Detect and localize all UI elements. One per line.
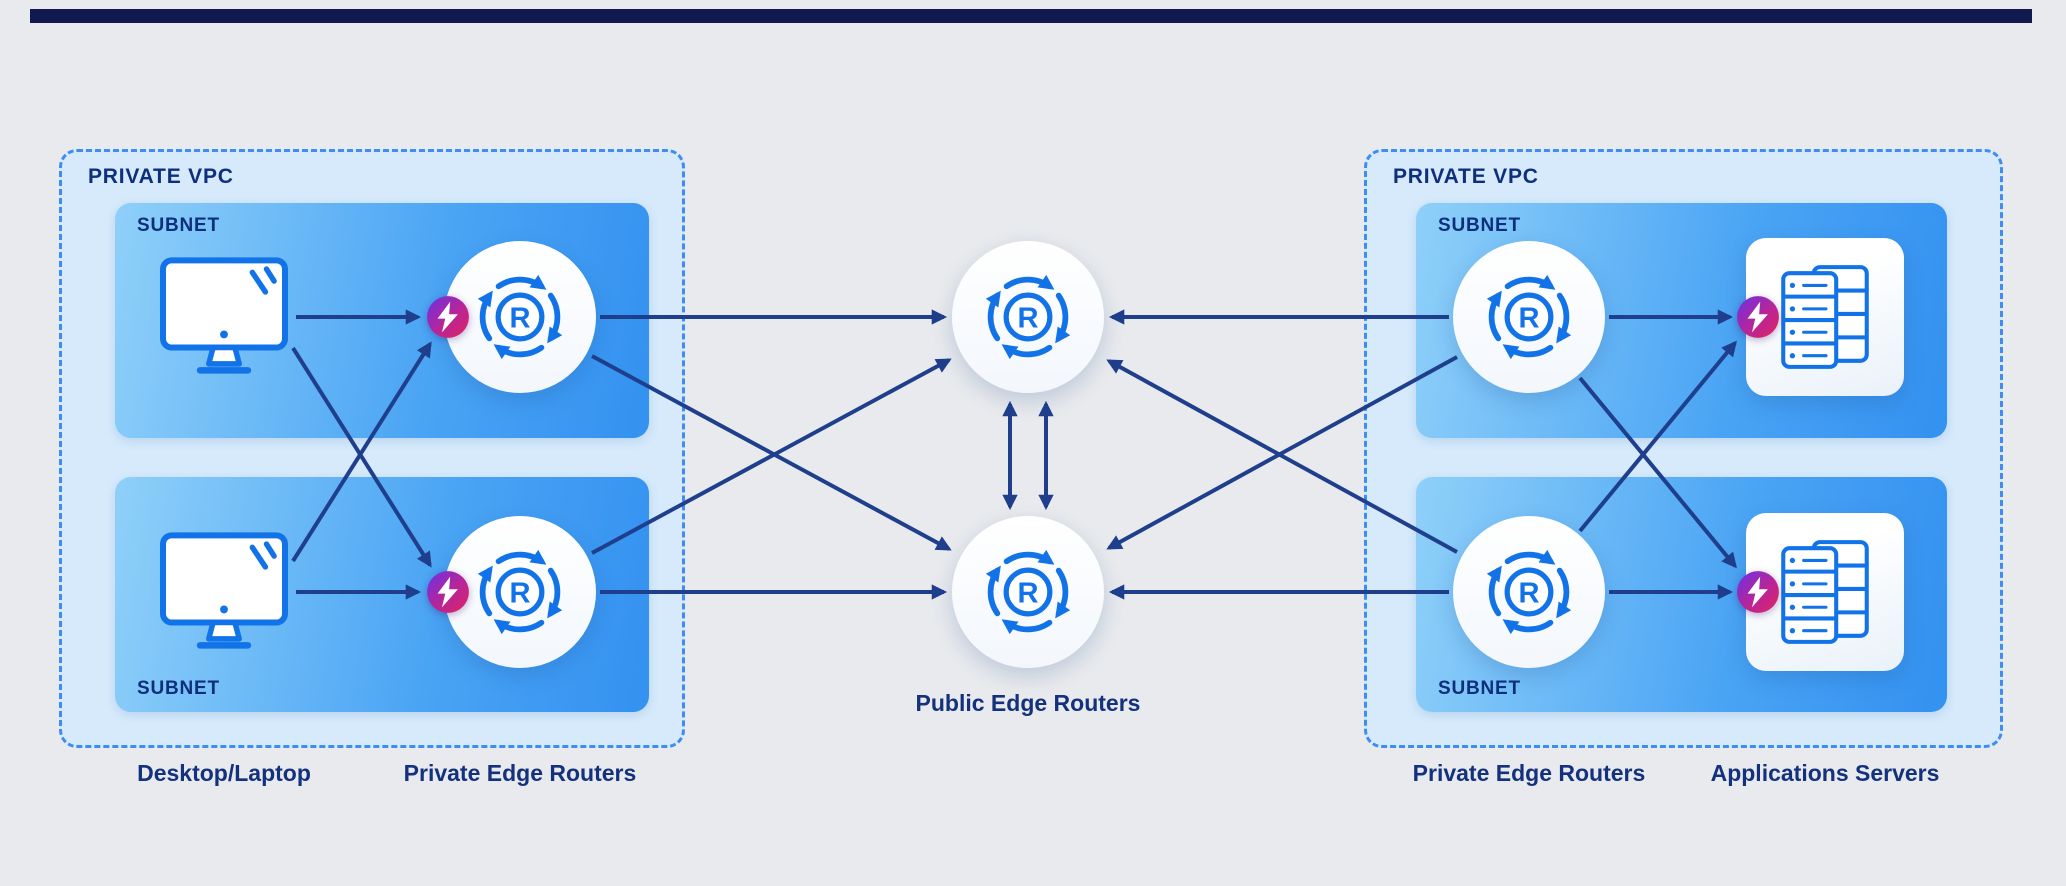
caption-public-edge-routers: Public Edge Routers (915, 690, 1141, 716)
right-subnet-1-label: SUBNET (1438, 215, 1521, 236)
lightning-badge-server-2 (1736, 570, 1780, 614)
desktop-node-2 (154, 531, 294, 653)
left-vpc-label: PRIVATE VPC (88, 165, 234, 188)
right-private-edge-router-2 (1453, 516, 1605, 668)
router-icon (468, 540, 572, 644)
public-edge-router-1 (952, 241, 1104, 393)
left-private-vpc: PRIVATE VPC SUBNET SUBNET (59, 149, 685, 748)
lightning-badge-left-router-1 (426, 295, 470, 339)
server-rack-icon (1769, 261, 1881, 373)
lightning-badge-left-router-2 (426, 570, 470, 614)
left-private-edge-router-1 (444, 241, 596, 393)
lightning-bolt-icon (1736, 295, 1780, 339)
caption-applications-servers: Applications Servers (1710, 760, 1940, 786)
left-private-edge-router-2 (444, 516, 596, 668)
caption-desktop-laptop: Desktop/Laptop (137, 760, 311, 786)
lightning-bolt-icon (426, 570, 470, 614)
left-subnet-2-label: SUBNET (137, 678, 220, 699)
top-divider-bar (30, 9, 2032, 23)
router-icon (1477, 265, 1581, 369)
server-rack-icon (1769, 536, 1881, 648)
right-vpc-label: PRIVATE VPC (1393, 165, 1539, 188)
lightning-badge-server-1 (1736, 295, 1780, 339)
caption-private-edge-routers-right: Private Edge Routers (1412, 760, 1646, 786)
lightning-bolt-icon (1736, 570, 1780, 614)
right-private-vpc: PRIVATE VPC SUBNET SUBNET (1364, 149, 2003, 748)
router-icon (468, 265, 572, 369)
desktop-icon (154, 531, 294, 653)
left-subnet-1-label: SUBNET (137, 215, 220, 236)
right-private-edge-router-1 (1453, 241, 1605, 393)
caption-private-edge-routers-left: Private Edge Routers (403, 760, 637, 786)
router-icon (976, 540, 1080, 644)
public-edge-router-2 (952, 516, 1104, 668)
right-subnet-2-label: SUBNET (1438, 678, 1521, 699)
router-icon (976, 265, 1080, 369)
router-icon (1477, 540, 1581, 644)
desktop-node-1 (154, 256, 294, 378)
desktop-icon (154, 256, 294, 378)
lightning-bolt-icon (426, 295, 470, 339)
